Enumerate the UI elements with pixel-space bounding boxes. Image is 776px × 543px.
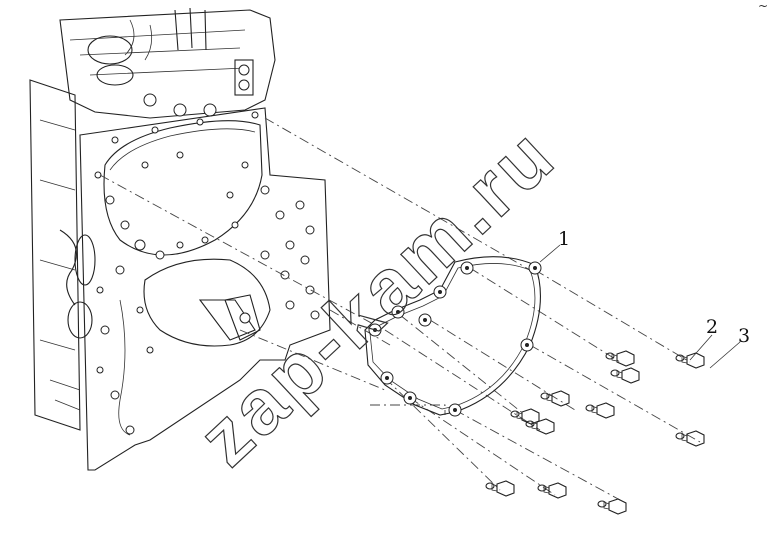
gear-cover-gasket <box>364 256 542 417</box>
engine-block <box>29 7 276 431</box>
bolt-shank-7 <box>531 421 538 430</box>
bolt-shank-5 <box>591 405 598 414</box>
bolt-shank-2 <box>681 355 688 364</box>
bolt-head-3 <box>621 367 640 384</box>
washer-11 <box>597 500 607 508</box>
bolt-head-11 <box>608 498 627 515</box>
leader-line-3 <box>709 341 741 369</box>
corner-mark: ~ <box>758 0 768 13</box>
bolt-head-9 <box>496 480 515 497</box>
bolt-shank-6 <box>516 411 523 420</box>
front-plate <box>79 107 331 471</box>
bolt-shank-11 <box>603 501 610 510</box>
washer-8 <box>675 432 685 440</box>
washer-6 <box>510 410 520 418</box>
bolt-head-7 <box>536 418 555 435</box>
washer-3 <box>610 369 620 377</box>
washer-5 <box>585 404 595 412</box>
washer-7 <box>525 420 535 428</box>
callout-3: 3 <box>738 325 750 347</box>
bolt-shank-3 <box>616 370 623 379</box>
bolt-shank-8 <box>681 433 688 442</box>
watermark: zap-kam.ru <box>182 110 572 482</box>
bolt-shank-4 <box>546 393 553 402</box>
washer-9 <box>485 482 495 490</box>
bolt-head-4 <box>551 390 570 407</box>
callout-1: 1 <box>558 228 570 250</box>
bolt-shank-10 <box>543 485 550 494</box>
bolt-head-5 <box>596 402 615 419</box>
washer-10 <box>537 484 547 492</box>
fasteners <box>485 350 705 515</box>
leader-line-2 <box>689 334 713 361</box>
bolt-shank-9 <box>491 483 498 492</box>
bolt-shank-1 <box>611 353 618 362</box>
bolt-head-8 <box>686 430 705 447</box>
bolt-head-1 <box>616 350 635 367</box>
washer-1 <box>605 352 615 360</box>
bolt-head-2 <box>686 352 705 369</box>
washer-4 <box>540 392 550 400</box>
washer-2 <box>675 354 685 362</box>
callout-2: 2 <box>706 316 718 338</box>
bolt-head-10 <box>548 482 567 499</box>
leader-line-1 <box>539 244 561 263</box>
